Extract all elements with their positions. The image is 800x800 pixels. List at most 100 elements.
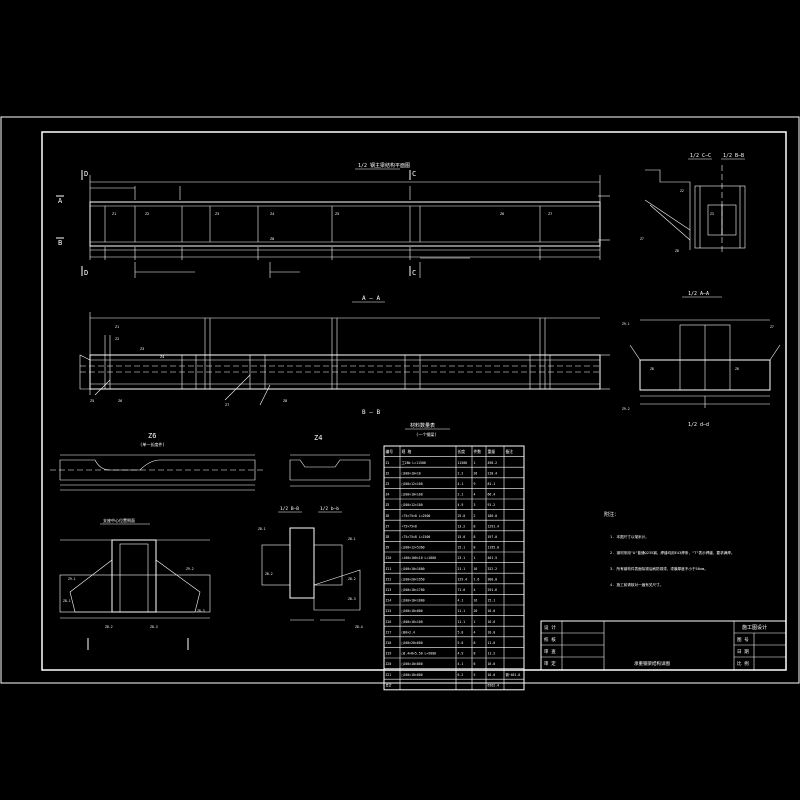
section-bb-title: 1/2 B—B [723, 153, 744, 159]
note-3: 3. 所有钢构件表面除锈后刷防锈漆，漆膜厚度不小于50um。 [610, 566, 708, 571]
table-cell: Z1 [386, 461, 390, 465]
table-cell: 218.4 [488, 471, 498, 475]
section-bb-lower: 1/2 B—B 1/2 b—b Z8-1Z8-1Z8-2 Z8-2Z8-3Z8-… [258, 506, 363, 629]
svg-text:Z8: Z8 [650, 367, 654, 371]
table-cell: Z10 [386, 556, 392, 560]
table-cell: Z18 [386, 641, 392, 645]
table-cell: 26 [474, 471, 478, 475]
table-cell: 1 [474, 461, 476, 465]
table-cell: 9 [474, 482, 476, 486]
table-cell: 16 [474, 599, 478, 603]
table-cell: □200×10×100 [402, 493, 423, 497]
table-cell: 3 [474, 503, 476, 507]
table-cell: 8 [474, 652, 476, 656]
table-cell: Z17 [386, 630, 392, 634]
svg-text:Z7: Z7 [640, 237, 644, 241]
note-4: 4. 施工前请核对一遍有关尺寸。 [610, 582, 663, 587]
table-cell: 16.0 [488, 673, 496, 677]
table-cell: 合计 [386, 682, 393, 687]
mark-d-bottom: D [84, 269, 88, 277]
table-cell: 5 [474, 673, 476, 677]
table-cell: 25.0 [458, 514, 466, 518]
svg-text:Z7: Z7 [770, 325, 774, 329]
svg-text:Z1: Z1 [115, 325, 119, 329]
mark-c-top: C [412, 170, 416, 178]
table-cell: Z7 [386, 524, 390, 528]
table-cell: 1.6 [474, 577, 480, 581]
table-subtitle: (一个钢梁) [416, 431, 437, 437]
table-cell: 300.0 [488, 577, 498, 581]
plan-title: 1/2 钢主梁结构平面图 [358, 162, 410, 169]
tb-row-2: 校 核 [544, 636, 556, 643]
svg-text:Z8-3: Z8-3 [348, 597, 356, 601]
section-bb3-title: 1/2 b—b [320, 506, 339, 512]
table-cell: 2.2 [458, 471, 464, 475]
table-cell: □300×10×10 [402, 471, 421, 475]
table-cell: 8 [474, 546, 476, 550]
table-cell: 81.1 [488, 482, 496, 486]
z6-title: Z6 [148, 432, 156, 440]
title-block: 设 计 校 核 审 查 审 定 承重钢梁结构详图 施工图设计 图 号 日 期 比… [540, 620, 787, 671]
table-cell: Z15 [386, 609, 392, 613]
svg-text:Z9-2: Z9-2 [622, 407, 630, 411]
table-header-cell: 件数 [474, 449, 482, 454]
table-cell: 66.4 [488, 493, 496, 497]
table-cell: 15.1 [488, 599, 496, 603]
table-cell: 11.2 [488, 652, 496, 656]
table-cell: Z9 [386, 546, 390, 550]
elevation-title: A — A [362, 295, 380, 302]
tb-row-3: 审 查 [544, 648, 556, 655]
table-cell: 498.2 [488, 461, 498, 465]
elevation-bottom-label: B — B [362, 409, 380, 416]
table-cell: 4.9 [458, 503, 464, 507]
svg-text:Z8-2: Z8-2 [348, 577, 356, 581]
table-cell: 71.0 [458, 588, 466, 592]
table-cell: 1291.4 [488, 524, 500, 528]
table-cell: 16.0 [488, 620, 496, 624]
table-header-cell: 规 格 [402, 449, 412, 454]
table-cell: 4.1 [458, 599, 464, 603]
table-header-cell: 编号 [386, 449, 394, 454]
table-cell: Z19 [386, 652, 392, 656]
table-header-cell: 重量 [488, 449, 496, 454]
table-cell: □200×10×800 [402, 673, 423, 677]
table-cell: 15.0 [458, 535, 466, 539]
table-cell: 10.0 [488, 630, 496, 634]
svg-text:Z8-3: Z8-3 [150, 625, 158, 629]
tb-right-3: 比 例 [737, 660, 749, 667]
table-cell: 91.2 [488, 503, 496, 507]
table-header-cell: 长度 [458, 449, 466, 454]
table-cell: Z5 [386, 503, 390, 507]
section-aa-title: 1/2 A—A [688, 291, 709, 297]
table-cell: □200×10×1800 [402, 599, 425, 603]
svg-text:Z9-1: Z9-1 [622, 322, 630, 326]
svg-text:Z8-1: Z8-1 [258, 527, 266, 531]
table-cell: □200×10×1800 [402, 567, 425, 571]
svg-text:Z1: Z1 [112, 212, 116, 216]
tb-right-2: 日 期 [737, 649, 749, 655]
svg-text:Z4: Z4 [270, 212, 274, 216]
table-cell: 4.1 [458, 662, 464, 666]
z6-subtitle: (单一长度件) [140, 441, 165, 447]
svg-text:Z3: Z3 [710, 212, 714, 216]
svg-text:Z4: Z4 [160, 355, 164, 359]
svg-text:Z8-4: Z8-4 [355, 625, 363, 629]
svg-text:Z8: Z8 [270, 237, 274, 241]
table-header-cell: 备注 [506, 449, 514, 454]
table-cell: Z21 [386, 673, 392, 677]
mark-d-top: D [84, 170, 88, 178]
table-cell: □200×10×1780 [402, 588, 425, 592]
table-cell: Z6 [386, 514, 390, 518]
section-bb2-title: 1/2 B—B [280, 506, 299, 512]
table-cell: 13.2 [458, 524, 466, 528]
svg-text:Z5: Z5 [335, 212, 339, 216]
table-cell: Z14 [386, 599, 392, 603]
z4-title: Z4 [314, 434, 322, 442]
section-dd-title: 1/2 d—d [688, 422, 709, 428]
svg-text:Z5: Z5 [90, 399, 94, 403]
sheet-title: 承重钢梁结构详图 [634, 660, 670, 667]
project-label: 施工图设计 [742, 624, 767, 631]
